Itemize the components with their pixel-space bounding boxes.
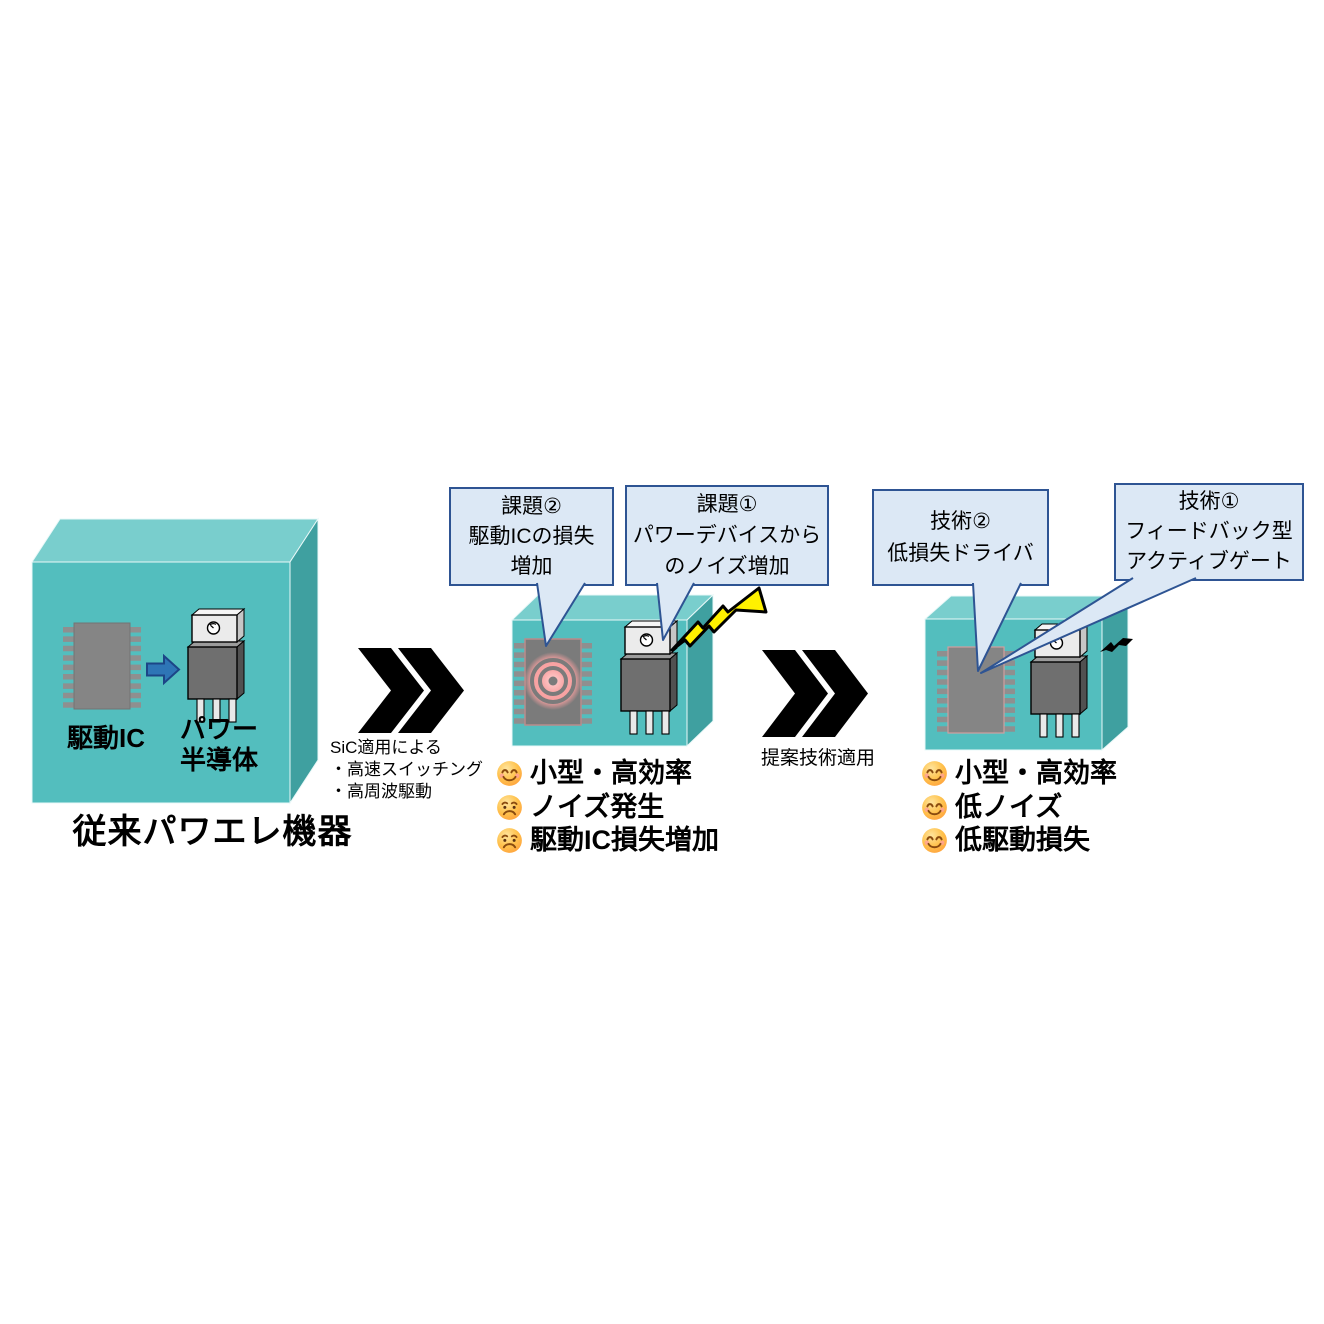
- drive-ic-chip-left: [63, 622, 141, 710]
- callout-issue2-tail: [536, 582, 586, 647]
- reduced-noise-spark-icon: [1100, 638, 1133, 652]
- status-bullet: 駆動IC損失増加: [496, 824, 719, 858]
- power-semiconductor-label: パワー 半導体: [179, 714, 258, 775]
- right-status-list: 小型・高効率低ノイズ低駆動損失: [921, 757, 1117, 858]
- bullet-label: 小型・高効率: [955, 758, 1117, 789]
- sic-transition-caption: SiC適用による ・高速スイッチング ・高周波駆動: [330, 738, 483, 801]
- drive-signal-arrow-icon: [146, 653, 181, 686]
- status-bullet: 低ノイズ: [921, 791, 1117, 825]
- callout-issue2-box: [449, 487, 614, 586]
- proposed-transition-caption: 提案技術適用: [761, 748, 876, 769]
- bullet-label: ノイズ発生: [530, 791, 665, 822]
- transition-arrow-proposed-icon: [762, 650, 868, 737]
- heat-loss-glow-icon: [524, 652, 582, 710]
- drive-ic-label: 駆動IC: [66, 723, 145, 753]
- sad-face-icon: [496, 827, 523, 854]
- noise-lightning-icon: [670, 586, 768, 652]
- drive-ic-chip-right: [937, 646, 1015, 734]
- callout-tech2-text: 技術② 低損失ドライバ: [887, 509, 1034, 565]
- bullet-label: 低ノイズ: [955, 791, 1063, 822]
- status-bullet: ノイズ発生: [496, 791, 719, 825]
- middle-status-list: 小型・高効率ノイズ発生駆動IC損失増加: [496, 757, 719, 858]
- callout-tech1-tail: [980, 577, 1197, 674]
- callout-issue2-text: 課題② 駆動ICの損失 増加: [468, 494, 595, 578]
- callout-issue1-tail: [656, 582, 695, 641]
- transition-arrow-sic-icon: [358, 648, 464, 733]
- callout-tech1-box: [1114, 483, 1304, 581]
- callout-tech1-text: 技術① フィードバック型 アクティブゲート: [1125, 490, 1293, 573]
- happy-face-icon: [496, 760, 523, 787]
- conventional-equipment-caption: 従来パワエレ機器: [72, 813, 353, 851]
- status-bullet: 小型・高効率: [496, 757, 719, 791]
- happy-face-icon: [921, 794, 948, 821]
- bullet-label: 低駆動損失: [955, 825, 1090, 856]
- bullet-label: 小型・高効率: [530, 758, 692, 789]
- status-bullet: 低駆動損失: [921, 824, 1117, 858]
- callout-issue1-text: 課題① パワーデバイスから のノイズ増加: [632, 493, 822, 578]
- status-bullet: 小型・高効率: [921, 757, 1117, 791]
- happy-face-icon: [921, 827, 948, 854]
- happy-face-icon: [921, 760, 948, 787]
- callout-issue1-box: [625, 485, 829, 586]
- callout-tech2-box: [872, 489, 1049, 586]
- bullet-label: 駆動IC損失増加: [530, 825, 719, 856]
- sad-face-icon: [496, 794, 523, 821]
- callout-tech2-tail: [972, 582, 1022, 672]
